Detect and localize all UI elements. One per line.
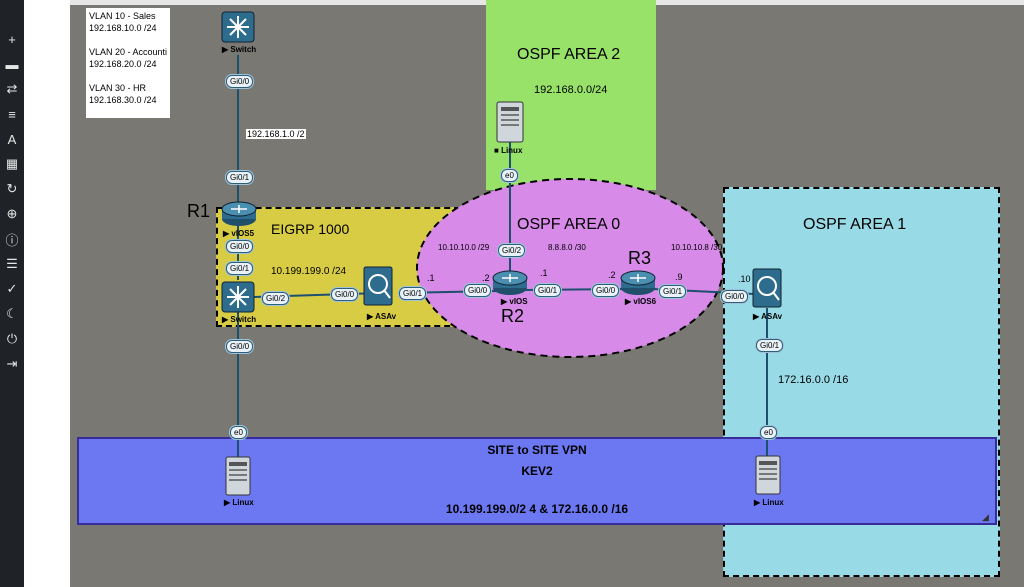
link2-subnet: 8.8.8.0 /30 [548, 243, 586, 252]
firewall-icon[interactable] [363, 266, 393, 306]
port-label[interactable]: Gi0/2 [498, 244, 526, 257]
vlan-line [89, 70, 167, 82]
vlan-line [89, 34, 167, 46]
device-name: vIOS5 [231, 229, 255, 238]
device-name: Linux [501, 146, 523, 155]
zoom-icon[interactable]: ⊕ [6, 206, 18, 221]
grid-icon[interactable]: ▦ [5, 156, 19, 171]
sidebar: + ▬ ⇄ ≡ A ▦ ↻ ⊕ ⓘ ☰ ✓ ☾ ⏻ ⇥ [0, 0, 24, 587]
power-icon[interactable]: ⏻ [6, 331, 18, 346]
device-label: ▶ vIOS [501, 297, 528, 306]
router-icon[interactable] [492, 270, 528, 296]
topology-canvas[interactable]: OSPF AREA 2 192.168.0.0/24 OSPF AREA 0 O… [70, 0, 1024, 587]
server-icon[interactable] [225, 456, 251, 496]
device-name: Linux [762, 498, 784, 507]
vlan-line: VLAN 20 - Accounti [89, 47, 168, 57]
device-label: ▶ Switch [222, 45, 257, 54]
device-name: vIOS [509, 297, 528, 306]
r1-label: R1 [187, 201, 211, 221]
list-icon[interactable]: ☰ [6, 256, 18, 271]
device-label: ▶ vIOS5 [223, 229, 255, 238]
refresh-icon[interactable]: ↻ [6, 181, 18, 196]
device-label: ▶ Switch [222, 315, 257, 324]
router-icon[interactable] [620, 270, 656, 296]
vlan-note: VLAN 10 - Sales 192.168.10.0 /24 VLAN 20… [86, 8, 170, 118]
align-left-icon[interactable]: ≡ [8, 106, 16, 122]
ospf-area-2-subnet: 192.168.0.0/24 [534, 84, 608, 96]
ospf-area-1-subnet: 172.16.0.0 /16 [778, 374, 849, 386]
plus-icon[interactable]: + [8, 31, 16, 47]
octet-label: .9 [675, 272, 683, 282]
text-icon[interactable]: A [7, 131, 17, 147]
port-label[interactable]: Gi0/0 [721, 290, 749, 303]
port-label[interactable]: Gi0/1 [756, 339, 784, 352]
r2-label: R2 [501, 306, 525, 326]
vlan-line: 192.168.30.0 /24 [89, 95, 157, 105]
eigrp-subnet: 10.199.199.0 /24 [271, 266, 347, 277]
switch-icon[interactable] [221, 11, 255, 43]
device-name: ASAv [761, 312, 783, 321]
octet-label: .10 [738, 274, 751, 284]
port-label[interactable]: e0 [230, 426, 247, 439]
vlan-line: VLAN 10 - Sales [89, 11, 156, 21]
octet-label: .1 [540, 268, 548, 278]
octet-label: .1 [427, 273, 435, 283]
ospf-area-2-region[interactable] [486, 0, 656, 190]
port-label[interactable]: Gi0/1 [659, 285, 687, 298]
ospf-area-0-title: OSPF AREA 0 [517, 216, 621, 233]
vlan-line: 192.168.20.0 /24 [89, 59, 157, 69]
port-label[interactable]: Gi0/1 [226, 171, 254, 184]
device-name: vIOS6 [633, 297, 657, 306]
firewall-icon[interactable] [752, 268, 782, 308]
vlan-line: VLAN 30 - HR [89, 83, 147, 93]
device-name: ASAv [375, 312, 397, 321]
device-label: ▶ vIOS6 [625, 297, 657, 306]
port-label[interactable]: Gi0/1 [534, 284, 562, 297]
switch-icon[interactable] [221, 281, 255, 313]
device-label: ■ Linux [494, 146, 523, 155]
ospf-area-1-title: OSPF AREA 1 [803, 216, 907, 233]
router-icon[interactable] [221, 201, 257, 227]
vpn-subnet: 10.199.199.0/2 4 & 172.16.0.0 /16 [445, 502, 629, 516]
vlan-line: 192.168.10.0 /24 [89, 23, 157, 33]
port-label[interactable]: Gi0/0 [331, 288, 359, 301]
server-icon[interactable] [755, 455, 781, 495]
device-label: ▶ ASAv [367, 312, 397, 321]
swap-icon[interactable]: ⇄ [6, 81, 18, 96]
check-circle-icon[interactable]: ✓ [6, 281, 18, 296]
port-label[interactable]: Gi0/0 [226, 75, 254, 88]
port-label[interactable]: Gi0/0 [226, 340, 254, 353]
ospf-area-2-title: OSPF AREA 2 [517, 46, 621, 63]
device-label: ▶ Linux [224, 498, 254, 507]
octet-label: .2 [482, 273, 490, 283]
port-label[interactable]: Gi0/2 [262, 292, 290, 305]
device-label: ▶ ASAv [753, 312, 783, 321]
info-icon[interactable]: ⓘ [5, 232, 19, 248]
port-label[interactable]: Gi0/1 [399, 287, 427, 300]
moon-icon[interactable]: ☾ [6, 306, 18, 321]
device-label: ▶ Linux [754, 498, 784, 507]
eigrp-title: EIGRP 1000 [271, 221, 350, 237]
port-label[interactable]: Gi0/0 [592, 284, 620, 297]
drive-icon[interactable]: ▬ [5, 56, 19, 72]
octet-label: .2 [608, 270, 616, 280]
resize-grip-icon[interactable]: ◢ [982, 512, 989, 522]
r3-label: R3 [628, 248, 652, 268]
link3-subnet: 10.10.10.8 /30 [671, 243, 723, 252]
ospf-area-0-region[interactable] [414, 176, 726, 360]
server-icon[interactable] [496, 101, 524, 143]
link1-subnet: 10.10.10.0 /29 [438, 243, 490, 252]
logout-icon[interactable]: ⇥ [6, 356, 18, 371]
vpn-title: SITE to SITE VPN [487, 443, 587, 457]
device-name: Switch [230, 315, 257, 324]
device-name: Switch [230, 45, 257, 54]
port-label[interactable]: Gi0/1 [226, 262, 254, 275]
vpn-subtitle: KEV2 [521, 464, 553, 478]
device-name: Linux [232, 498, 254, 507]
port-label[interactable]: Gi0/0 [464, 284, 492, 297]
port-label[interactable]: e0 [501, 169, 518, 182]
r1-top-subnet: 192.168.1.0 /2 [246, 129, 306, 139]
port-label[interactable]: e0 [760, 426, 777, 439]
port-label[interactable]: Gi0/0 [226, 240, 254, 253]
